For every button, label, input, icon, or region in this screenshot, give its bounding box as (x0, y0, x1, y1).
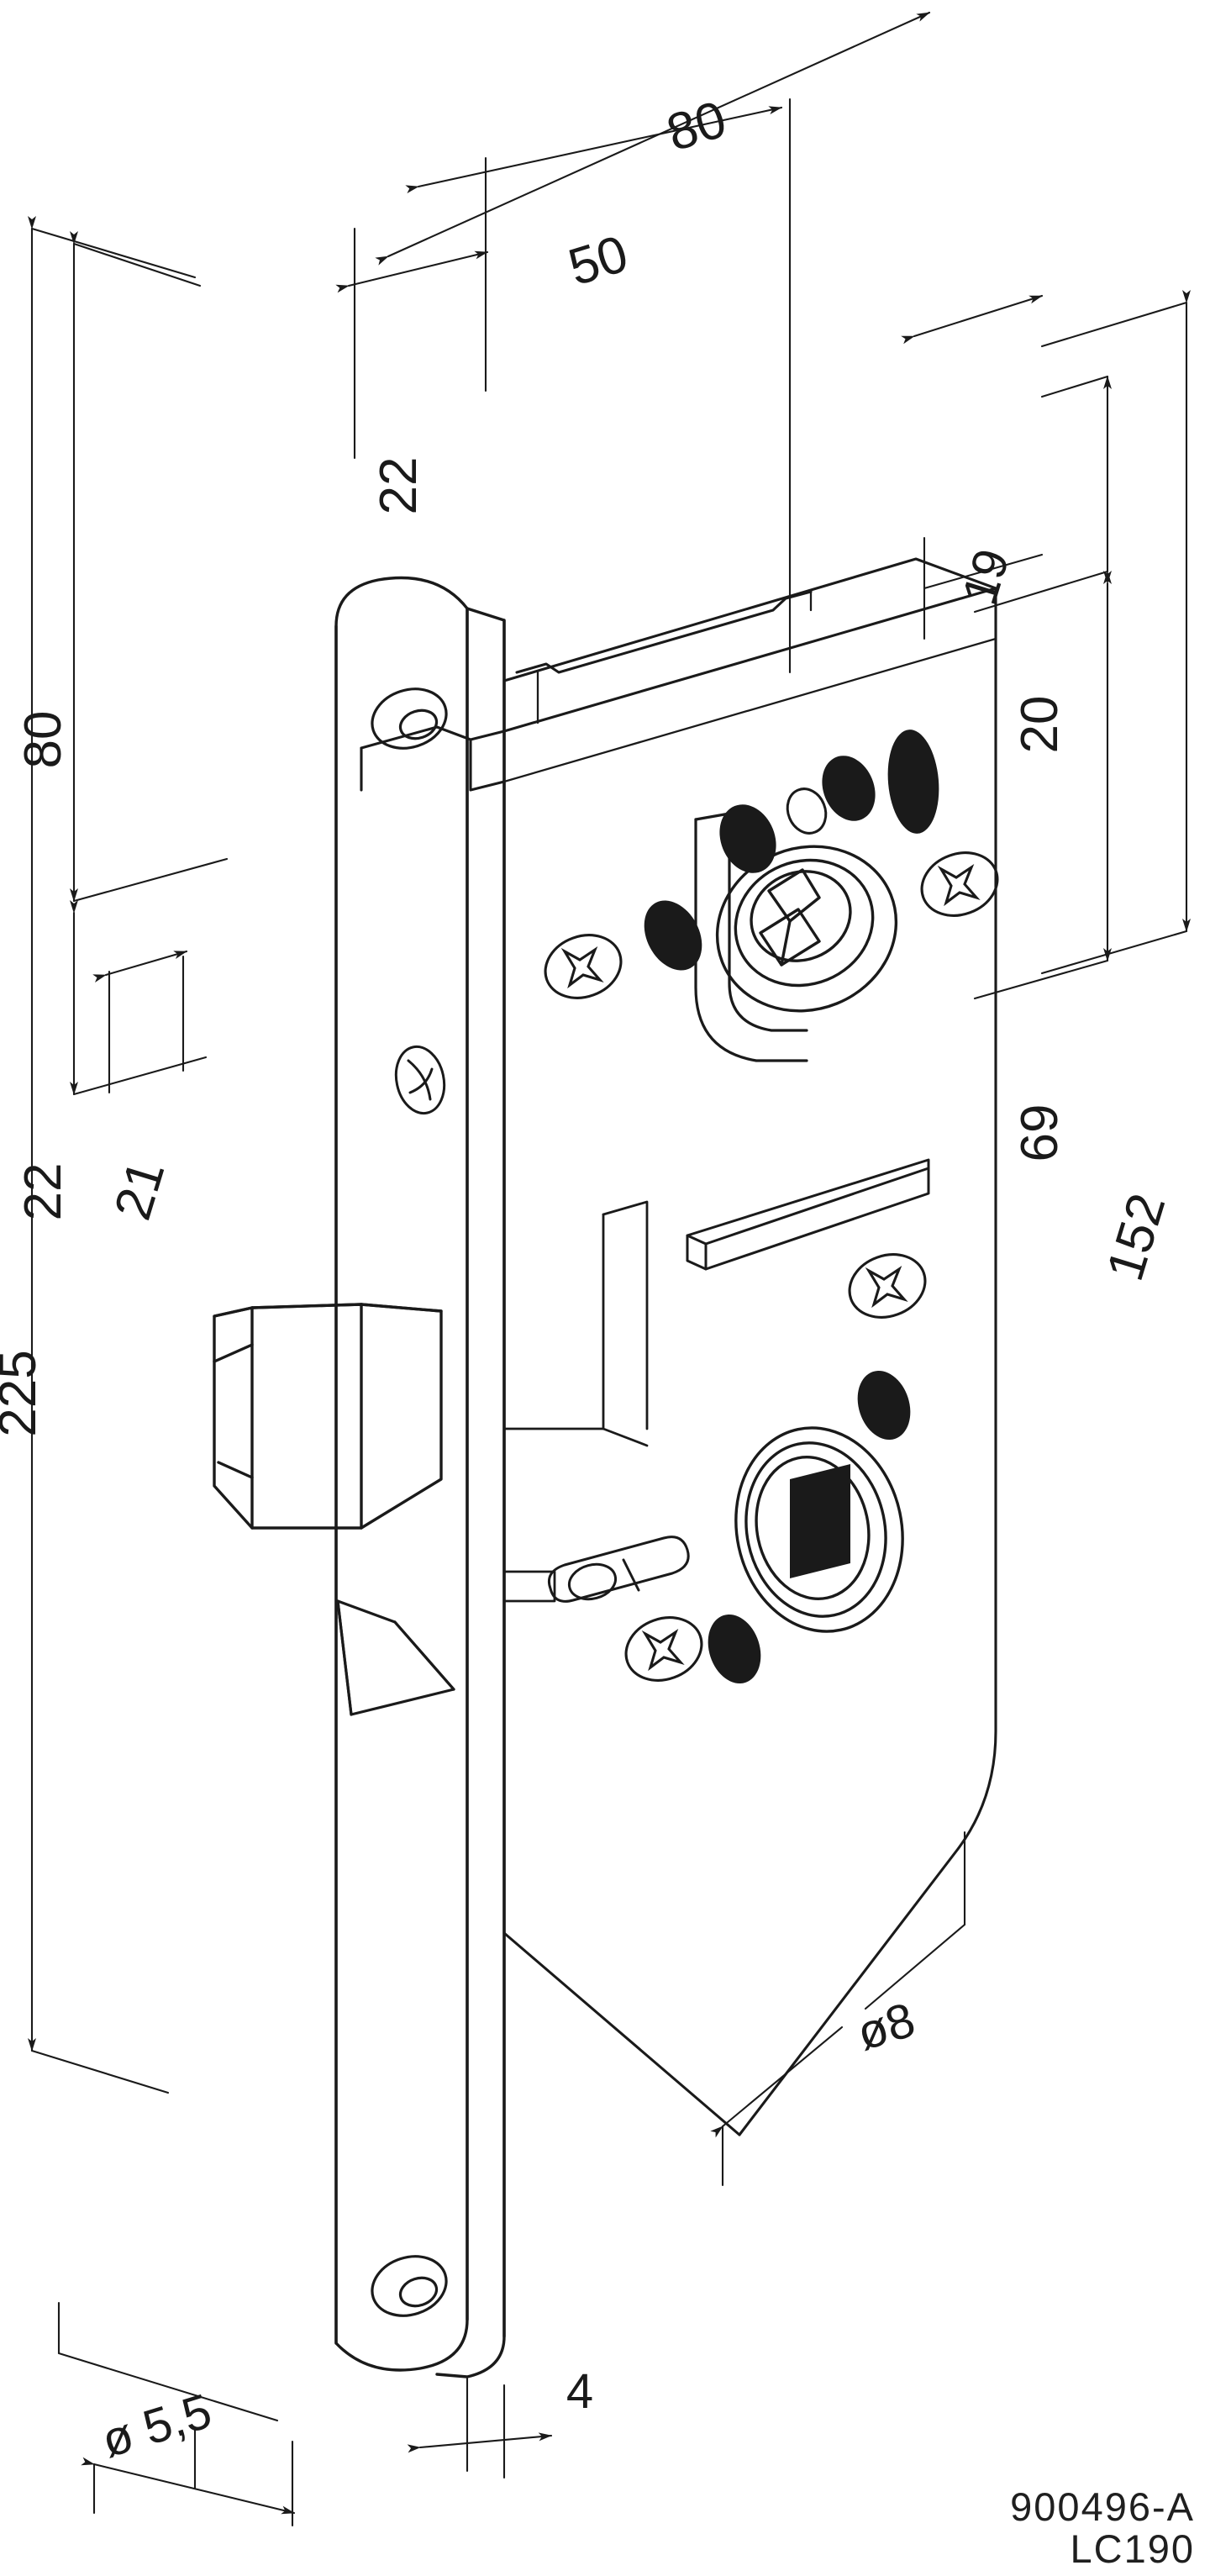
model-code: LC190 (1070, 2526, 1195, 2572)
drawing-number: 900496-A (1010, 2484, 1195, 2529)
auxiliary-deadlatch (336, 1599, 455, 1716)
dimension-labels: 80 50 22 19 20 69 152 80 22 21 225 4 ø 5… (0, 90, 1177, 2468)
dim-label-20-right: 20 (1011, 696, 1069, 754)
case-assembly-screws (544, 851, 999, 1682)
rivet-small-ring (786, 788, 828, 835)
lock-case-internal-lines (502, 590, 997, 783)
case-step-block (502, 1200, 649, 1447)
square-follower-hole (734, 1426, 904, 1633)
auxiliary-bolt-hole (394, 1045, 446, 1115)
cylinder-mount-arm (694, 812, 808, 1062)
latch-bolt (213, 1303, 443, 1530)
case-bottom-notch (502, 1570, 556, 1603)
dim-label-d8-bottom: ø8 (850, 1992, 921, 2061)
dim-label-80-top: 80 (660, 90, 733, 162)
dim-label-225-left: 225 (0, 1350, 47, 1436)
dimension-lines-top (335, 11, 1044, 674)
faceplate (334, 576, 506, 2378)
dim-label-80-left: 80 (14, 711, 72, 769)
dim-label-152-right: 152 (1096, 1187, 1176, 1287)
dim-label-21-left: 21 (103, 1154, 176, 1226)
dim-label-50-top: 50 (562, 224, 634, 297)
square-follower-bore (790, 1464, 850, 1578)
faceplate-fixing-holes (371, 687, 448, 2317)
oval-plunger (547, 1536, 690, 1603)
dim-label-d55-bottom: ø 5,5 (96, 2384, 218, 2468)
dimension-lines-right (973, 290, 1191, 1000)
title-block: 900496-A LC190 (1010, 2484, 1195, 2572)
case-slot (686, 1158, 930, 1271)
dim-label-22-left: 22 (14, 1163, 72, 1221)
dim-label-22-top: 22 (370, 457, 428, 515)
case-rivets (644, 730, 939, 1684)
dimension-lines-bottom (57, 1831, 966, 2527)
cylinder-cam-hole (715, 845, 898, 1013)
dim-label-4-bottom: 4 (566, 2364, 593, 2419)
dim-label-69-right: 69 (1011, 1104, 1069, 1162)
dimension-lines-left (28, 216, 229, 2094)
